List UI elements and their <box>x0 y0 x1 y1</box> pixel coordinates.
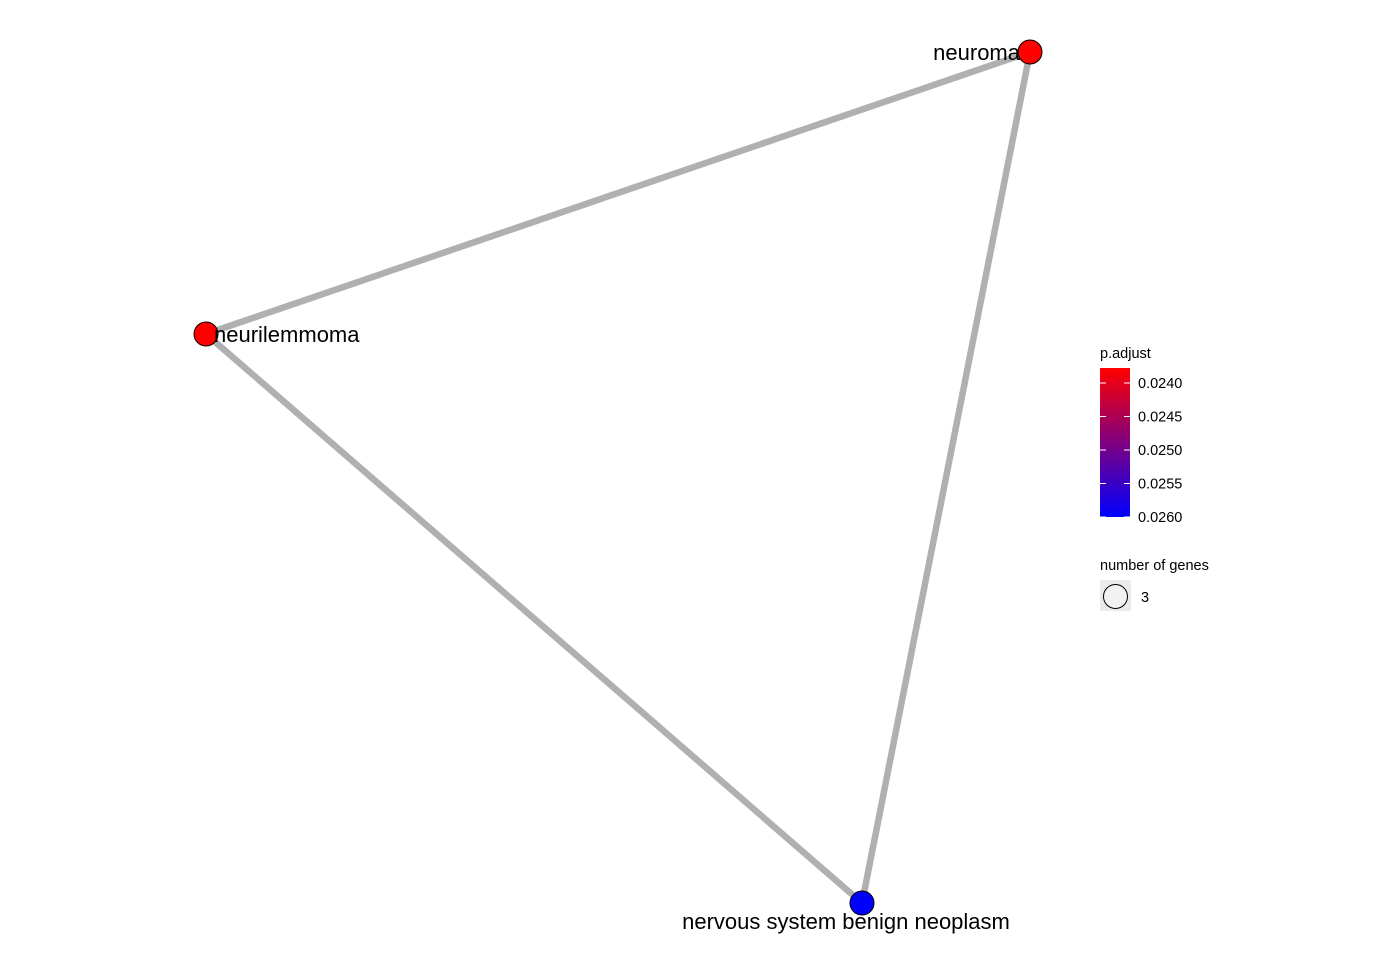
colorbar-tick-label: 0.0260 <box>1138 510 1182 526</box>
labels-layer: neuroma neurilemmoma nervous system benign… <box>214 40 1021 934</box>
node-neurilemmoma <box>193 321 219 347</box>
nodes-layer <box>193 39 1043 916</box>
color-legend-ticks: 0.0240 0.0245 0.0250 0.0255 0.0260 <box>1100 376 1182 526</box>
node-label-neurilemmoma: neurilemmoma <box>214 322 360 347</box>
node-label-nervous-system-benign-neoplasm: nervous system benign neoplasm <box>682 909 1010 934</box>
color-legend-bar <box>1100 368 1130 517</box>
size-legend-circle <box>1103 584 1128 609</box>
size-legend-value: 3 <box>1141 590 1149 606</box>
legend: p.adjust 0.02400.02450.02500.02550.0260 … <box>1100 346 1209 611</box>
colorbar-tick-label: 0.0240 <box>1138 376 1182 392</box>
color-legend-title: p.adjust <box>1100 346 1151 362</box>
node-neuroma <box>1017 39 1043 65</box>
edges-layer <box>203 48 1034 906</box>
edge-neurilemmoma-nervous-system-benign-neoplasm <box>203 331 865 906</box>
colorbar-tick-label: 0.0245 <box>1138 410 1182 426</box>
node-nervous-system-benign-neoplasm <box>849 890 875 916</box>
node-label-neuroma: neuroma <box>933 40 1021 65</box>
size-legend-title: number of genes <box>1100 558 1209 574</box>
edge-neuroma-nervous-system-benign-neoplasm <box>858 51 1034 904</box>
colorbar-tick-label: 0.0250 <box>1138 443 1182 459</box>
edge-neuroma-neurilemmoma <box>204 48 1032 338</box>
colorbar-tick-label: 0.0255 <box>1138 477 1182 493</box>
